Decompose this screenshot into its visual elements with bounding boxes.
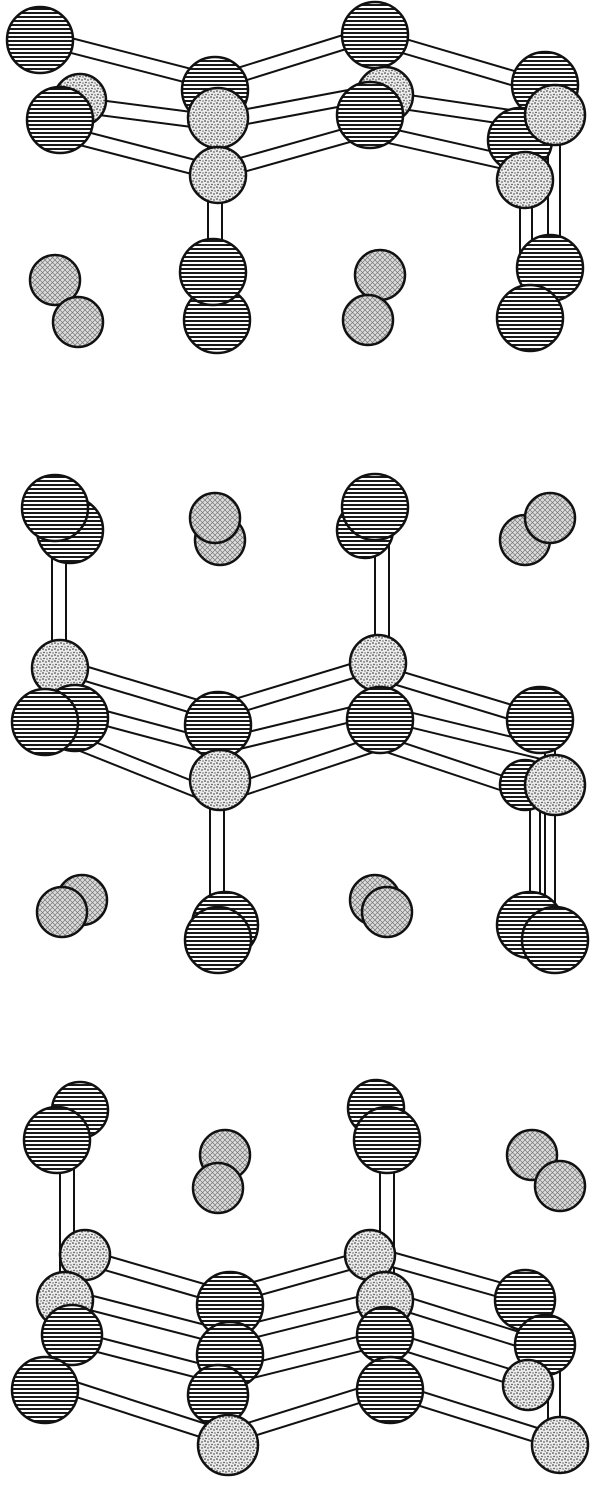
atom-stippled xyxy=(186,86,250,150)
atom-stippled xyxy=(188,748,252,812)
panel-3 xyxy=(10,1078,590,1477)
atom-stippled xyxy=(348,633,408,693)
atom-striped xyxy=(505,685,575,755)
panel-2 xyxy=(10,472,590,975)
atom-striped xyxy=(10,687,80,757)
atom-crosshatch xyxy=(523,491,577,545)
atoms-panel-1 xyxy=(5,0,587,355)
atom-crosshatch xyxy=(533,1159,587,1213)
atoms-panel-3 xyxy=(10,1078,590,1477)
atom-stippled xyxy=(188,145,248,205)
atom-striped xyxy=(355,1305,415,1365)
atom-crosshatch xyxy=(188,491,242,545)
atom-stippled xyxy=(530,1415,590,1475)
atom-striped xyxy=(352,1105,422,1175)
atom-striped xyxy=(183,690,253,760)
atom-striped xyxy=(183,905,253,975)
atom-crosshatch xyxy=(360,885,414,939)
atom-crosshatch xyxy=(35,885,89,939)
bonds-panel-1 xyxy=(39,23,561,271)
atom-striped xyxy=(345,685,415,755)
atom-striped xyxy=(178,237,248,307)
atom-stippled xyxy=(495,150,555,210)
atom-stippled xyxy=(196,1413,260,1477)
atom-striped xyxy=(20,473,90,543)
bonds-panel-3 xyxy=(59,1119,561,1452)
atom-striped xyxy=(40,1303,104,1367)
atoms-panel-2 xyxy=(10,472,590,975)
atom-striped xyxy=(5,5,75,75)
atom-striped xyxy=(495,283,565,353)
atom-stippled xyxy=(501,1358,555,1412)
atom-crosshatch xyxy=(191,1161,245,1215)
atom-striped xyxy=(25,85,95,155)
atom-striped xyxy=(335,80,405,150)
bonds-panel-2 xyxy=(51,519,556,931)
atom-striped xyxy=(355,1355,425,1425)
atom-crosshatch xyxy=(28,253,82,307)
panel-1 xyxy=(5,0,587,355)
atom-stippled xyxy=(523,753,587,817)
atom-striped xyxy=(22,1105,92,1175)
atom-crosshatch xyxy=(51,295,105,349)
atom-crosshatch xyxy=(353,248,407,302)
atom-crosshatch xyxy=(341,293,395,347)
atom-striped xyxy=(10,1355,80,1425)
atom-striped xyxy=(520,905,590,975)
atom-stippled xyxy=(523,83,587,147)
atom-striped xyxy=(340,0,410,70)
atom-striped xyxy=(340,472,410,542)
